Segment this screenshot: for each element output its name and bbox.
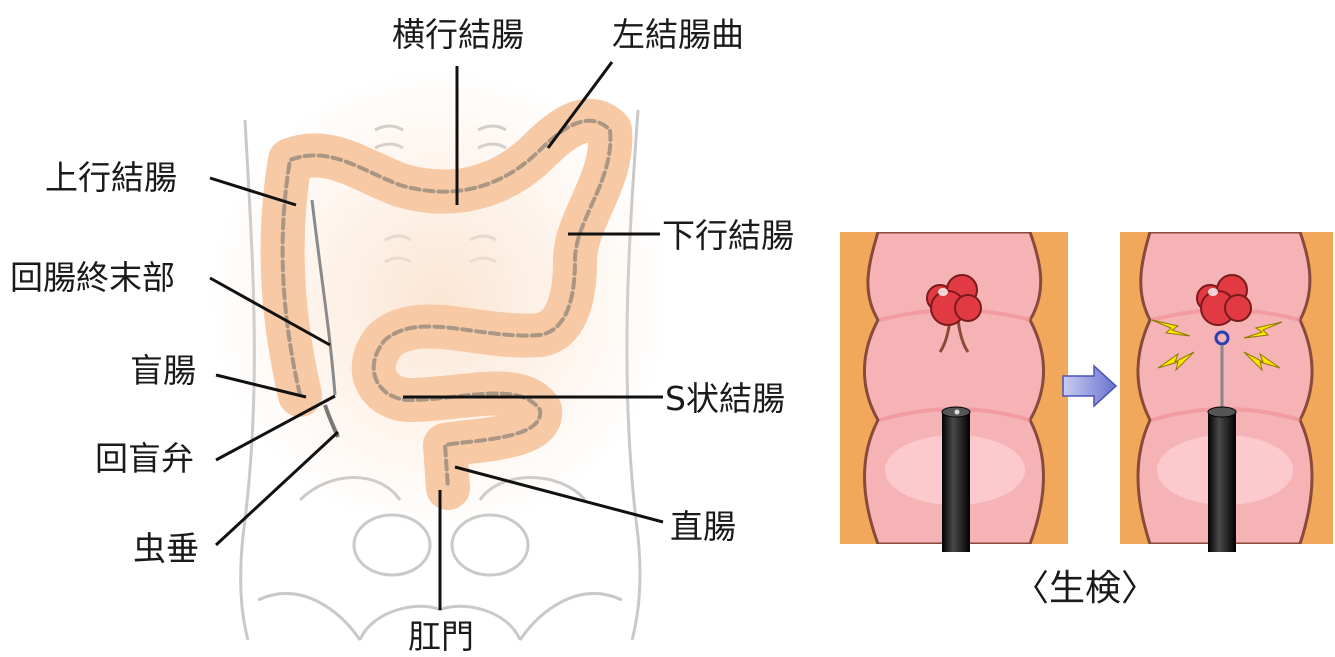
label-descending-colon: 下行結腸 [662,216,794,255]
anatomy-figure: 横行結腸 左結腸曲 上行結腸 回腸終末部 盲腸 回盲弁 虫垂 肛門 下行結腸 S… [10,15,794,656]
label-terminal-ileum: 回腸終末部 [10,258,175,297]
transition-arrow [1063,366,1116,406]
biopsy-after-panel [1120,232,1333,552]
label-appendix: 虫垂 [133,529,199,568]
label-left-flexure: 左結腸曲 [612,15,744,54]
label-rectum: 直腸 [670,507,736,546]
label-ileocecal-valve: 回盲弁 [95,439,194,478]
endoscope [942,407,970,552]
label-anus: 肛門 [408,617,474,656]
label-transverse-colon: 横行結腸 [392,15,524,54]
biopsy-caption: 〈生検〉 [1013,568,1157,609]
label-cecum: 盲腸 [130,351,196,390]
label-sigmoid-colon: S状結腸 [665,379,785,418]
biopsy-before-panel [840,232,1068,552]
label-ascending-colon: 上行結腸 [45,158,177,197]
